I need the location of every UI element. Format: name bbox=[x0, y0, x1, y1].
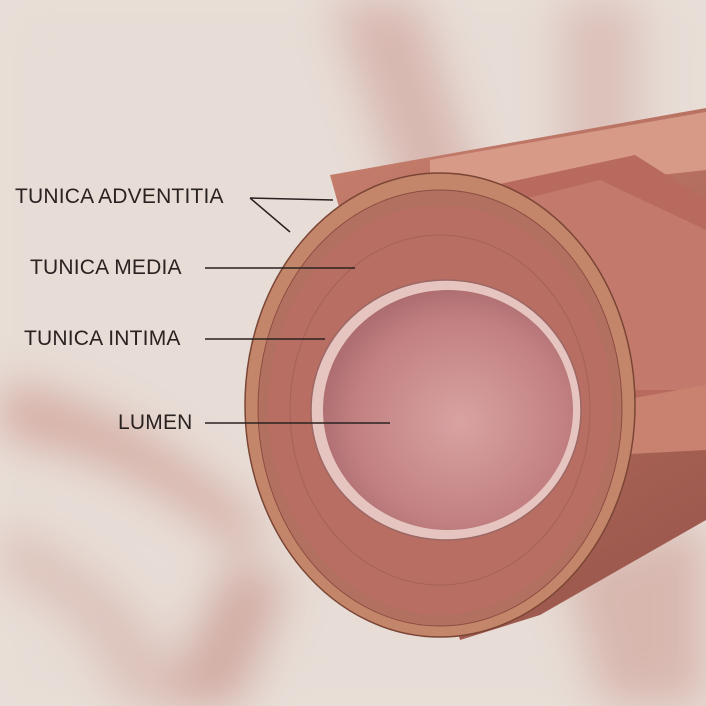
cross-section bbox=[244, 172, 636, 638]
label-tunica-adventitia: TUNICA ADVENTITIA bbox=[15, 185, 224, 208]
label-tunica-intima: TUNICA INTIMA bbox=[24, 327, 181, 350]
label-lumen: LUMEN bbox=[118, 411, 193, 434]
label-tunica-media: TUNICA MEDIA bbox=[30, 256, 182, 279]
lumen bbox=[323, 290, 573, 530]
leader-lines bbox=[205, 197, 390, 424]
